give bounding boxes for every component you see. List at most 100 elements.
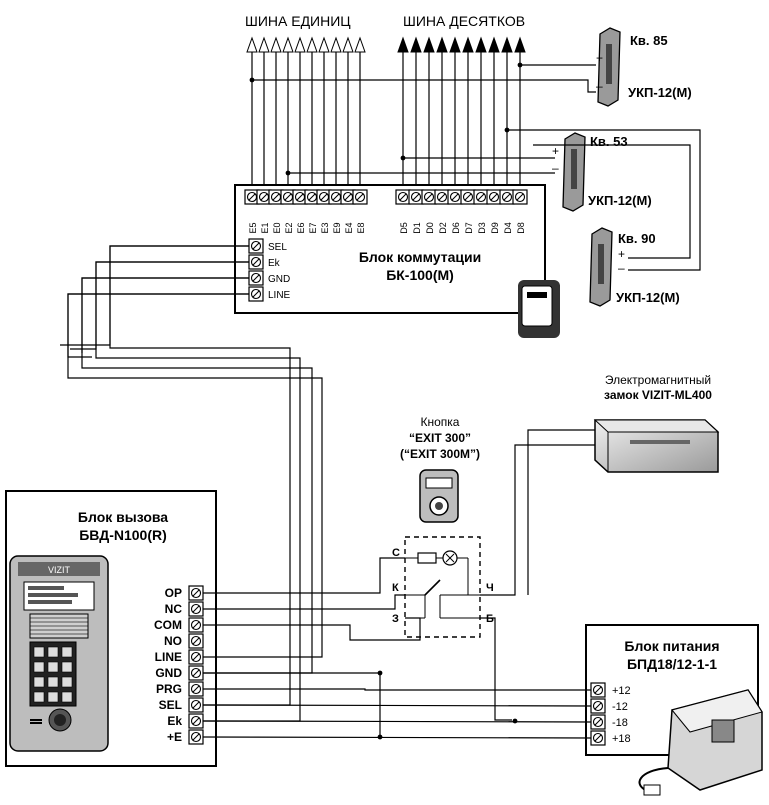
- units-terminal-label: E5: [248, 222, 258, 233]
- tens-terminal-4: [447, 189, 463, 205]
- commutation-title-1: Блок коммутации: [359, 249, 481, 265]
- tens-bus-arrow: [436, 36, 448, 53]
- junction-dot: [377, 734, 383, 740]
- keypad-key: [61, 691, 73, 703]
- units-bus-arrow: [282, 36, 294, 53]
- units-terminal-label: E3: [320, 222, 330, 233]
- commutation-title-2: БК-100(М): [386, 267, 454, 283]
- keypad-key: [33, 691, 45, 703]
- exit-button-schematic: [404, 536, 481, 638]
- tens-bus-arrow: [449, 36, 461, 53]
- tens-terminal-6: [473, 189, 489, 205]
- units-terminal-1: [256, 189, 272, 205]
- panel-terminal-label: NO: [164, 634, 182, 648]
- panel-terminal-6: [188, 681, 204, 697]
- exit-contact-b: Б: [486, 613, 494, 625]
- connecting-wires: [60, 64, 701, 739]
- junction-dot: [504, 127, 510, 133]
- tens-terminal-1: [408, 189, 424, 205]
- tens-terminal-label: D6: [451, 222, 461, 234]
- junction-dots: [249, 62, 523, 740]
- panel-terminal-label: COM: [154, 618, 182, 632]
- tens-bus-title: ШИНА ДЕСЯТКОВ: [403, 13, 525, 29]
- units-terminal-label: E9: [332, 222, 342, 233]
- bus-arrows: [246, 36, 526, 53]
- tens-bus-arrow: [462, 36, 474, 53]
- tens-terminal-label: D2: [438, 222, 448, 234]
- keypad-key: [61, 661, 73, 673]
- bus-wires: [251, 52, 521, 190]
- psu-terminal-1: [590, 698, 606, 714]
- keypad-key: [33, 676, 45, 688]
- exit-contact-c: С: [392, 547, 400, 559]
- psu-terminal-label: +12: [612, 685, 631, 697]
- panel-terminal-label: SEL: [159, 698, 182, 712]
- tens-terminal-label: D3: [477, 222, 487, 234]
- tens-terminal-5: [460, 189, 476, 205]
- magnetic-lock-icon: [593, 419, 720, 473]
- tens-terminal-label: D0: [425, 222, 435, 234]
- units-terminal-3: [280, 189, 296, 205]
- tens-terminal-8: [499, 189, 515, 205]
- keypad-key: [61, 676, 73, 688]
- tens-bus-arrow: [423, 36, 435, 53]
- exit-contact-z: З: [392, 613, 399, 625]
- power-supply-title-1: Блок питания: [624, 638, 719, 654]
- tens-terminal-label: D9: [490, 222, 500, 234]
- panel-terminal-2: [188, 617, 204, 633]
- keypad-key: [47, 646, 59, 658]
- power-supply-title-2: БПД18/12-1-1: [627, 656, 717, 672]
- handset-model: УКП-12(М): [628, 85, 692, 100]
- handset-minus: –: [618, 261, 625, 275]
- bk-service-terminal-2: [248, 270, 264, 286]
- panel-terminal-1: [188, 601, 204, 617]
- keypad: [33, 646, 73, 703]
- panel-terminal-label: LINE: [155, 650, 182, 664]
- psu-terminal-label: +18: [612, 733, 631, 745]
- lock-title-2: замок VIZIT-ML400: [604, 388, 712, 402]
- units-bus-arrow: [330, 36, 342, 53]
- tens-terminal-label: D8: [516, 222, 526, 234]
- units-terminal-label: E1: [260, 222, 270, 233]
- exit-button-icon: [419, 469, 459, 523]
- units-terminal-label: E0: [272, 222, 282, 233]
- panel-terminal-label: OP: [165, 586, 182, 600]
- tens-bus-arrow: [501, 36, 513, 53]
- handset-apartment: Кв. 53: [590, 134, 628, 149]
- panel-terminal-label: +E: [167, 730, 182, 744]
- panel-terminal-5: [188, 665, 204, 681]
- tens-terminal-label: D1: [412, 222, 422, 234]
- junction-dot: [249, 77, 255, 83]
- panel-terminal-0: [188, 585, 204, 601]
- keypad-key: [47, 691, 59, 703]
- units-terminal-8: [340, 189, 356, 205]
- panel-terminal-3: [188, 633, 204, 649]
- bk-service-terminal-0: [248, 238, 264, 254]
- handset-grip: [598, 244, 604, 284]
- panel-terminal-label: PRG: [156, 682, 182, 696]
- tens-terminal-label: D4: [503, 222, 513, 234]
- tens-terminal-2: [421, 189, 437, 205]
- call-panel-brand: VIZIT: [48, 565, 71, 575]
- bk-service-label: SEL: [268, 242, 287, 253]
- tens-terminal-7: [486, 189, 502, 205]
- units-terminal-label: E4: [344, 222, 354, 233]
- psu-terminal-2: [590, 714, 606, 730]
- handset-apartment: Кв. 85: [630, 33, 668, 48]
- handset-plus: +: [552, 144, 559, 158]
- tens-terminal-label: D7: [464, 222, 474, 234]
- tens-terminal-label: D5: [399, 222, 409, 234]
- units-bus-arrow: [294, 36, 306, 53]
- handset-plus: +: [596, 51, 603, 65]
- panel-terminal-7: [188, 697, 204, 713]
- psu-terminal-label: -18: [612, 717, 628, 729]
- tens-bus-arrow: [410, 36, 422, 53]
- keypad-key: [61, 646, 73, 658]
- tens-terminal-3: [434, 189, 450, 205]
- exit-contact-ch: Ч: [486, 582, 494, 594]
